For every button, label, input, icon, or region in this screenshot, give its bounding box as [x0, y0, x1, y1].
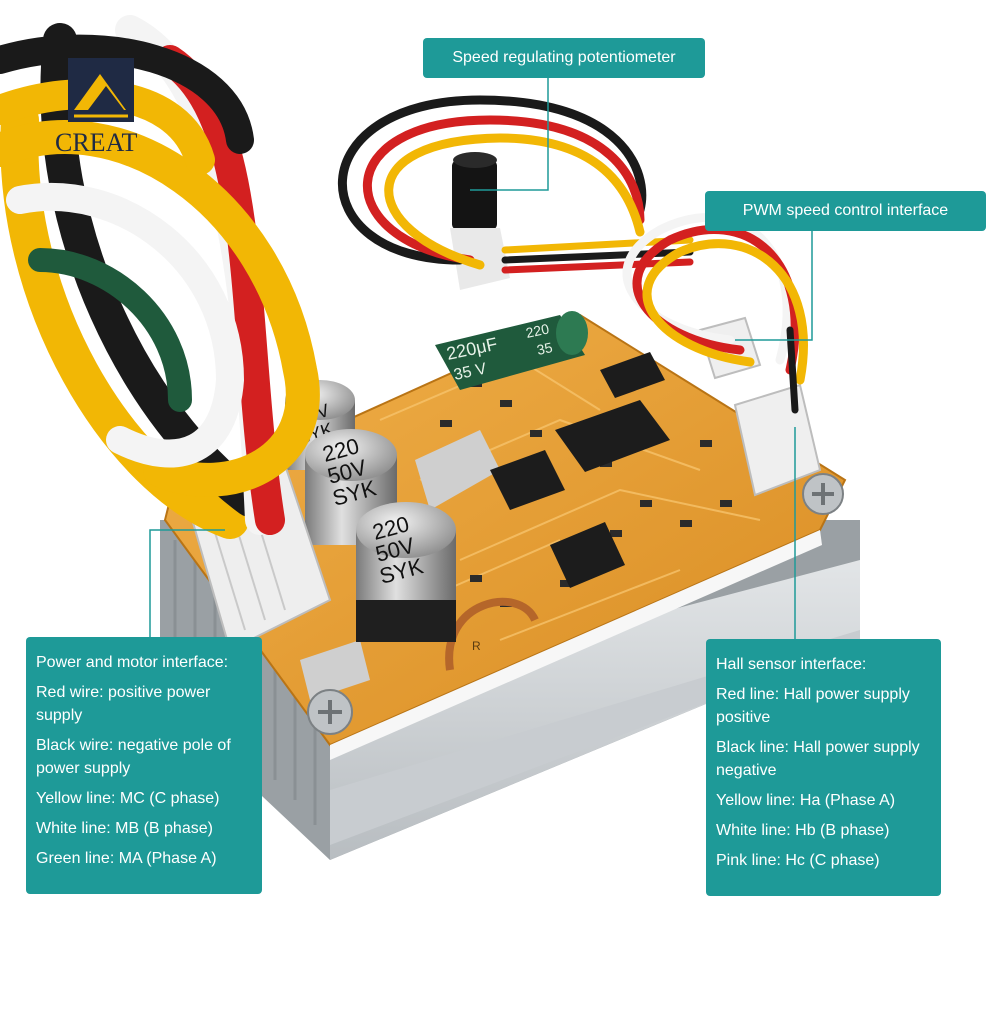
creat-mountain-logo [68, 58, 134, 122]
pwm-wires [622, 213, 808, 414]
power-interface-line: Yellow line: MC (C phase) [36, 790, 220, 807]
screw-icon [802, 473, 844, 515]
power-interface-line: Red wire: positive power supply [36, 684, 211, 724]
power-interface-line: White line: MB (B phase) [36, 820, 213, 837]
leader-lines [149, 78, 813, 639]
power-interface-title: Power and motor interface: [36, 654, 229, 671]
svg-text:220: 220 [524, 320, 550, 341]
ic-chip-main [555, 400, 670, 472]
potentiometer-callout: Speed regulating potentiometer [423, 38, 705, 78]
ic-chip-driver [490, 450, 565, 510]
svg-text:35: 35 [535, 339, 554, 358]
power-interface-callout: Power and motor interface: Red wire: pos… [26, 637, 262, 894]
hall-interface-callout: Hall sensor interface: Red line: Hall po… [706, 639, 941, 896]
potentiometer [450, 152, 510, 290]
power-interface-line: Green line: MA (Phase A) [36, 850, 217, 867]
hall-interface-line: Pink line: Hc (C phase) [716, 852, 880, 869]
ic-chip-small [600, 352, 665, 398]
copper-coil [445, 597, 539, 671]
capacitor-green: 220μF 35 V 220 35 [435, 311, 588, 390]
svg-text:35 V: 35 V [452, 360, 488, 384]
potentiometer-wires [337, 95, 694, 274]
board-mark: R [472, 639, 481, 653]
pwm-callout: PWM speed control interface [705, 191, 986, 231]
capacitor-large-3: 220 50V SYK [356, 502, 456, 642]
hall-connector [733, 383, 822, 497]
motor-wire-bundle [0, 15, 320, 539]
hall-interface-line: Black line: Hall power supply negative [716, 739, 920, 779]
hall-interface-line: Red line: Hall power supply positive [716, 686, 910, 726]
screw-icon [307, 689, 353, 735]
ic-chip-lower [550, 522, 625, 588]
hall-interface-line: White line: Hb (B phase) [716, 822, 890, 839]
power-interface-line: Black wire: negative pole of power suppl… [36, 737, 231, 777]
hall-interface-line: Yellow line: Ha (Phase A) [716, 792, 896, 809]
brand-logo-text: CREAT [55, 128, 138, 157]
hall-interface-title: Hall sensor interface: [716, 656, 867, 673]
